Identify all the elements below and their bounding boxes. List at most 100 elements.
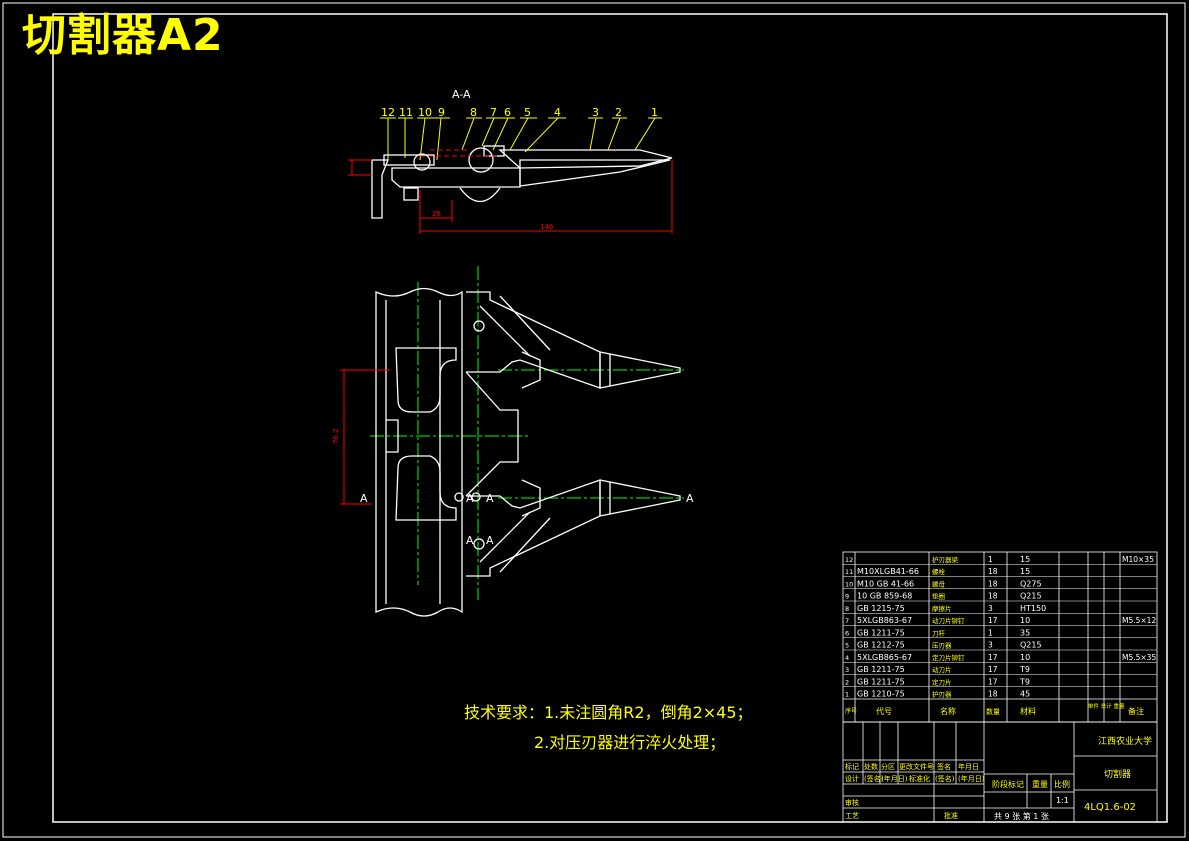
section-view-a-a: A-A 12 11 10 9 8 7 6 5 4 3 2 <box>348 88 673 234</box>
bom-cell-qty: 18 <box>988 579 998 588</box>
bom-cell-qty: 18 <box>988 592 998 601</box>
bom-cell-name: 动刀片铆钉 <box>932 616 965 625</box>
bom-cell-code: M10XLGB41-66 <box>857 567 919 576</box>
bom-cell-no: 6 <box>845 629 849 637</box>
bom-cell-qty: 3 <box>988 641 993 650</box>
balloon-12: 12 <box>381 106 395 119</box>
standard-label: 标准化 <box>909 774 930 783</box>
sheets-text: 共 9 张 第 1 张 <box>994 811 1049 821</box>
bom-cell-no: 12 <box>845 556 853 564</box>
bom-cell-code: GB 1211-75 <box>857 665 905 674</box>
bom-cell-name: 压刃器 <box>932 642 952 650</box>
bom-cell-no: 9 <box>845 593 849 601</box>
weight-label: 重量 <box>1032 779 1048 789</box>
balloon-3: 3 <box>592 106 599 119</box>
bom-cell-qty: 17 <box>988 665 998 674</box>
dim-146: 146 <box>540 223 554 231</box>
section-mark-a-mid1: A <box>466 492 474 505</box>
bom-cell-material: 35 <box>1020 628 1030 637</box>
rev-mark: 标记 <box>845 762 859 771</box>
design-label: 设计 <box>845 774 859 783</box>
rev-count: 处数 <box>864 762 878 771</box>
bom-cell-no: 3 <box>845 666 849 674</box>
review-label: 审核 <box>845 798 859 807</box>
section-mark-a-left: A <box>360 492 368 505</box>
balloon-4: 4 <box>554 106 561 119</box>
balloon-1: 1 <box>651 106 658 119</box>
bom-cell-code: 5XLGB863-67 <box>857 616 912 625</box>
bom-cell-no: 1 <box>845 691 849 699</box>
bom-cell-material: Q275 <box>1020 579 1042 588</box>
drawing-number: 4LQ1.6-02 <box>1084 802 1136 813</box>
bom-cell-note: M5.5×12 <box>1122 616 1156 625</box>
balloon-5: 5 <box>524 106 531 119</box>
part-name: 切割器 <box>1104 768 1131 780</box>
dim-28: 28 <box>432 210 441 218</box>
bom-cell-material: 10 <box>1020 653 1030 662</box>
bom-cell-name: 定刀片 <box>932 677 952 686</box>
section-mark-a-mid2: A <box>486 492 494 505</box>
design-date: (年月日) <box>881 774 908 783</box>
bom-cell-qty: 18 <box>988 690 998 699</box>
balloon-6: 6 <box>504 106 511 119</box>
bom-cell-name: 刀杆 <box>932 628 946 637</box>
approve-label: 批准 <box>944 811 958 820</box>
balloon-10: 10 <box>418 106 432 119</box>
bom-cell-code: GB 1215-75 <box>857 604 905 613</box>
section-mark-a-bot2: A <box>486 534 494 547</box>
bom-cell-no: 10 <box>845 580 853 588</box>
bom-cell-qty: 18 <box>988 567 998 576</box>
bom-cell-code: GB 1212-75 <box>857 641 905 650</box>
inner-frame <box>52 13 1168 823</box>
balloon-9: 9 <box>438 106 445 119</box>
bom-cell-qty: 17 <box>988 653 998 662</box>
rev-zone: 分区 <box>881 762 895 771</box>
balloon-7: 7 <box>490 106 497 119</box>
rev-date: 年月日 <box>958 762 979 771</box>
balloon-8: 8 <box>470 106 477 119</box>
rev-doc: 更改文件号 <box>899 762 934 771</box>
bom-cell-code: GB 1211-75 <box>857 677 905 686</box>
bom-cell-no: 7 <box>845 617 849 625</box>
bom-cell-code: 10 GB 859-68 <box>857 592 912 601</box>
bom-cell-name: 护刃器 <box>932 690 952 699</box>
drawing-title: 切割器A2 <box>22 10 224 61</box>
bom-cell-no: 4 <box>845 654 849 662</box>
bom-cell-qty: 17 <box>988 677 998 686</box>
section-mark-a-bot1: A <box>466 534 474 547</box>
bom-cell-qty: 3 <box>988 604 993 613</box>
bom-cell-material: Q215 <box>1020 641 1042 650</box>
bom-cell-name: 摩擦片 <box>932 604 952 613</box>
bom-cell-note: M5.5×35 <box>1122 653 1156 662</box>
bom-cell-qty: 1 <box>988 555 993 564</box>
design-sign: (签名) <box>864 774 884 783</box>
bom-cell-material: HT150 <box>1020 604 1046 613</box>
bom-cell-no: 11 <box>845 568 853 576</box>
bom-cell-material: 15 <box>1020 567 1030 576</box>
bom-cell-no: 8 <box>845 605 849 613</box>
bom-cell-code: GB 1210-75 <box>857 690 905 699</box>
title-block <box>842 721 1158 823</box>
section-label: A-A <box>452 88 471 101</box>
bom-cell-name: 螺栓 <box>932 567 946 576</box>
bom-cell-qty: 17 <box>988 616 998 625</box>
tech-line-1: 技术要求：1.未注圆角R2，倒角2×45； <box>464 703 753 722</box>
bom-header-name: 名称 <box>940 706 956 716</box>
bom-header-weight: 单件 总计 重量 <box>1088 702 1125 710</box>
school-name: 江西农业大学 <box>1098 735 1152 747</box>
bom-cell-no: 2 <box>845 678 849 686</box>
bom-header: 序号 代号 名称 数量 材料 单件 总计 重量 备注 <box>845 702 1144 716</box>
bom-cell-material: 15 <box>1020 555 1030 564</box>
bom-cell-no: 5 <box>845 642 849 650</box>
scale-value: 1:1 <box>1056 796 1069 805</box>
bom-cell-name: 定刀片铆钉 <box>932 653 965 662</box>
bom-cell-code: 5XLGB865-67 <box>857 653 912 662</box>
bom-cell-code: GB 1211-75 <box>857 628 905 637</box>
process-label: 工艺 <box>845 812 859 820</box>
balloon-11: 11 <box>399 106 413 119</box>
bom-header-note: 备注 <box>1128 706 1144 716</box>
bom-cell-material: T9 <box>1019 677 1030 686</box>
section-mark-a-right: A <box>686 492 694 505</box>
